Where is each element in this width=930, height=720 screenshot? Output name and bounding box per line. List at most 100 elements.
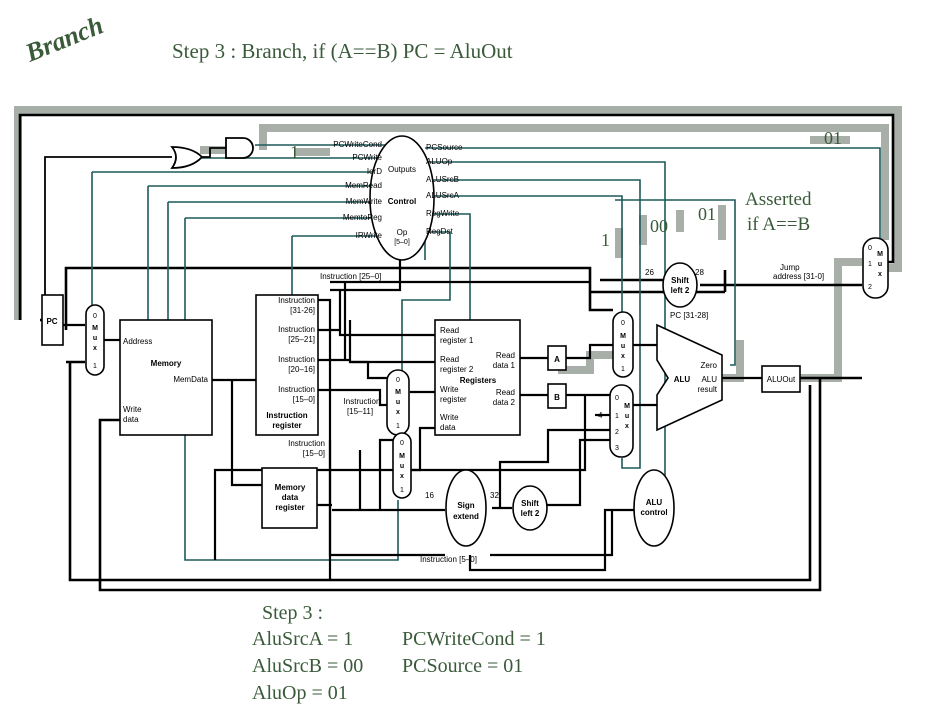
svg-text:1: 1: [621, 366, 625, 373]
svg-text:Instruction: Instruction: [278, 296, 315, 305]
svg-text:[15–0]: [15–0]: [293, 395, 315, 404]
mux-alusrca: 0 M u x 1: [612, 311, 634, 378]
svg-text:1: 1: [615, 413, 619, 420]
summary-aluop: AluOp = 01: [252, 682, 348, 704]
svg-text:u: u: [625, 413, 629, 420]
bit-width-labels: 26 28 16 32 4 PC [31-28] Jump address [3…: [425, 263, 824, 500]
control-signal-alusrca: ALUSrcA: [426, 191, 460, 200]
control-signal-alusrcb: ALUSrcB: [426, 175, 459, 184]
svg-text:0: 0: [615, 395, 619, 402]
svg-text:ALUOut: ALUOut: [767, 375, 796, 384]
summary-pcwritecond: PCWriteCond = 1: [402, 628, 546, 650]
svg-text:28: 28: [695, 268, 704, 277]
signal-annotations: 1 01 00 1 01 Asserted if A==B: [290, 128, 842, 250]
control-label: Control: [388, 197, 416, 206]
svg-text:0: 0: [868, 245, 872, 252]
pcwritecond-annotation: 1: [290, 142, 299, 162]
sign-extend: Sign extend: [445, 469, 487, 547]
alusrcb-annotation: 00: [650, 216, 668, 236]
svg-text:Read: Read: [440, 326, 459, 335]
control-signal-iord: IorD: [367, 167, 382, 176]
svg-text:register: register: [275, 503, 304, 512]
step-title: Step 3 : Branch, if (A==B) PC = AluOut: [172, 39, 513, 63]
svg-text:[15–11]: [15–11]: [347, 407, 373, 416]
svg-text:x: x: [400, 473, 404, 480]
svg-text:[15–0]: [15–0]: [303, 449, 325, 458]
memory-address-label: Address: [123, 337, 152, 346]
control-signal-pcwrite: PCWrite: [352, 153, 382, 162]
svg-text:1: 1: [396, 423, 400, 430]
svg-text:[20–16]: [20–16]: [288, 365, 315, 374]
and-gate: [225, 137, 254, 159]
svg-text:Read: Read: [496, 351, 515, 360]
pcsource-annotation: 01: [824, 128, 842, 148]
svg-text:Write: Write: [440, 385, 459, 394]
svg-text:1: 1: [400, 487, 404, 494]
control-unit: Outputs Control Op [5–0]: [369, 135, 435, 261]
svg-text:26: 26: [645, 268, 654, 277]
svg-text:x: x: [396, 409, 400, 416]
summary-title: Step 3 :: [262, 602, 323, 624]
alu: ALU Zero ALU result: [656, 323, 723, 432]
alusrca-annotation: 1: [601, 230, 610, 250]
reg-a: A: [547, 345, 567, 371]
svg-text:result: result: [697, 385, 717, 394]
svg-text:control: control: [640, 508, 667, 517]
control-signal-memtoreg: MemtoReg: [343, 213, 382, 222]
svg-text:B: B: [554, 393, 560, 402]
svg-text:4: 4: [598, 411, 603, 420]
control-left-signals: PCWriteCondPCWriteIorDMemReadMemWriteMem…: [333, 140, 382, 240]
svg-text:u: u: [400, 463, 404, 470]
svg-text:data 1: data 1: [493, 361, 516, 370]
control-signal-memwrite: MemWrite: [346, 197, 383, 206]
reg-b: B: [547, 383, 567, 409]
svg-text:[25–21]: [25–21]: [288, 335, 315, 344]
svg-text:0: 0: [396, 377, 400, 384]
control-signal-pcwritecond: PCWriteCond: [333, 140, 382, 149]
svg-text:ALU: ALU: [701, 375, 717, 384]
svg-text:M: M: [620, 333, 626, 340]
svg-text:register: register: [272, 421, 301, 430]
mux-alusrcb: 0 1 2 3 M u x: [609, 384, 634, 458]
control-right-signals: PCSourceALUOpALUSrcBALUSrcARegWriteRegDs…: [426, 143, 463, 236]
control-op-label: Op: [397, 228, 408, 237]
registers-label: Registers: [460, 376, 497, 385]
svg-text:0: 0: [621, 320, 625, 327]
svg-text:u: u: [621, 343, 625, 350]
pc-register: PC: [41, 294, 64, 346]
branch-tag: Branch: [20, 10, 107, 68]
svg-text:Instruction: Instruction: [288, 439, 325, 448]
svg-text:M: M: [395, 389, 401, 396]
svg-text:register: register: [440, 395, 467, 404]
svg-text:register 2: register 2: [440, 365, 474, 374]
svg-text:if A==B: if A==B: [747, 214, 810, 235]
svg-text:3: 3: [615, 445, 619, 452]
control-signal-aluop: ALUOp: [426, 157, 453, 166]
svg-text:A: A: [554, 355, 560, 364]
svg-text:u: u: [93, 335, 97, 342]
svg-text:Instruction: Instruction: [278, 385, 315, 394]
instr-5-0-label: Instruction [5–0]: [420, 555, 477, 564]
svg-text:data: data: [282, 493, 299, 502]
control-signal-pcsource: PCSource: [426, 143, 463, 152]
svg-text:32: 32: [490, 491, 499, 500]
svg-text:16: 16: [425, 491, 434, 500]
svg-text:address [31-0]: address [31-0]: [773, 272, 824, 281]
svg-text:Shift: Shift: [671, 276, 689, 285]
memory-label: Memory: [151, 359, 182, 368]
svg-text:Instruction: Instruction: [278, 355, 315, 364]
svg-text:left 2: left 2: [671, 286, 690, 295]
aluout-register: ALUOut: [761, 365, 801, 393]
svg-text:2: 2: [868, 284, 872, 291]
memory-data-label: data: [123, 415, 139, 424]
step-summary: Step 3 : AluSrcA = 1 PCWriteCond = 1 Alu…: [252, 602, 546, 704]
svg-text:Zero: Zero: [701, 361, 718, 370]
svg-text:extend: extend: [453, 512, 479, 521]
summary-alusrcb: AluSrcB = 00: [252, 655, 363, 677]
aluop-annotation: 01: [698, 204, 716, 224]
svg-text:[31-26]: [31-26]: [290, 306, 315, 315]
svg-text:left 2: left 2: [521, 509, 540, 518]
svg-text:x: x: [878, 271, 882, 278]
or-gate: [170, 146, 204, 169]
